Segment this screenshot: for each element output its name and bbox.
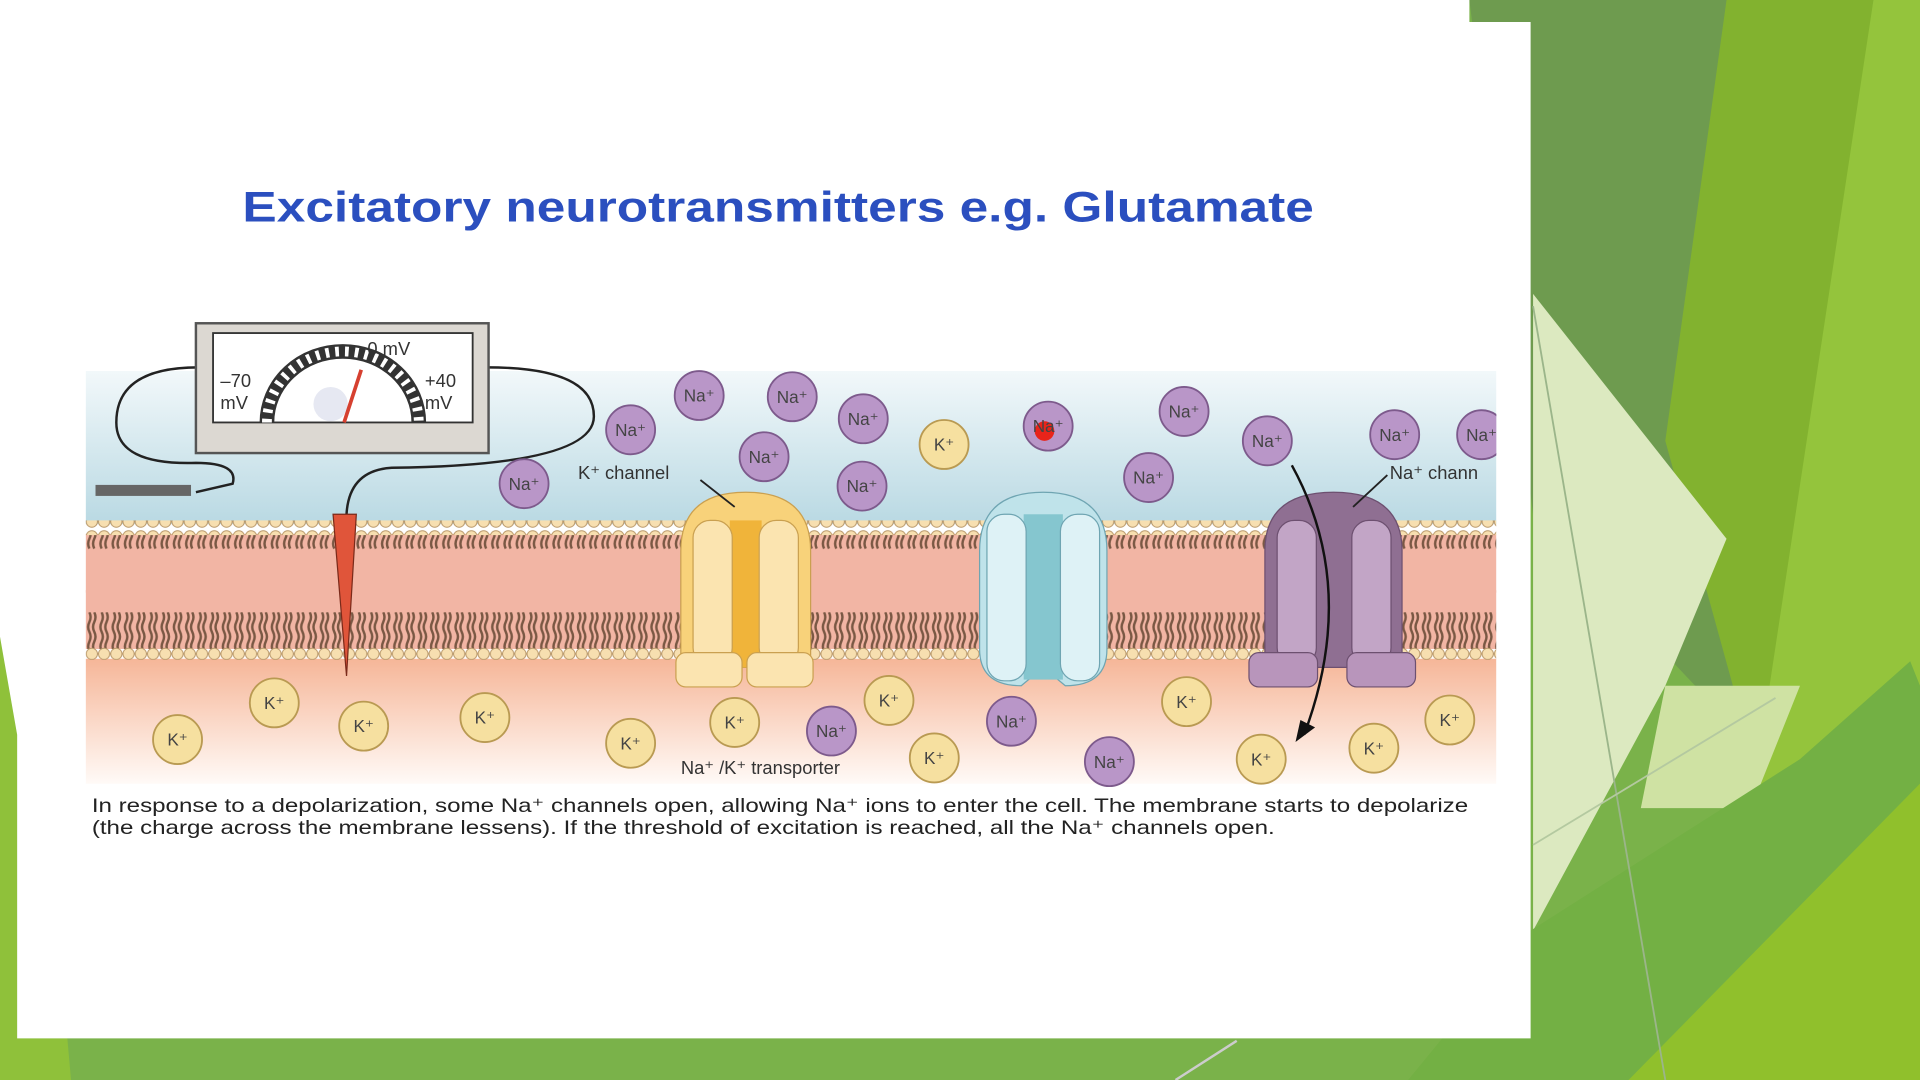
sodium-ion: Na⁺ [1241,415,1293,467]
sodium-ion: Na⁺ [1158,386,1210,437]
caption-line-2: (the charge across the membrane lessens)… [92,817,1275,839]
ion-label: Na⁺ [1252,431,1283,451]
sodium-ion: Na⁺ [806,705,857,757]
na-channel-pointer [1352,474,1388,508]
ion-label: K⁺ [879,691,899,711]
transporter-label: Na⁺ /K⁺ transporter [681,757,840,778]
potassium-ion: K⁺ [1424,694,1476,746]
ion-label: K⁺ [1176,692,1196,712]
ion-label: Na⁺ [749,447,780,467]
ion-label: K⁺ [264,693,284,713]
ion-label: K⁺ [620,733,640,753]
ion-label: K⁺ [934,435,954,455]
ion-label: Na⁺ [1466,425,1497,445]
sodium-ion: Na⁺ [673,370,725,421]
ion-label: K⁺ [1440,710,1460,730]
na-influx-arrow [1290,464,1331,736]
potassium-ion: K⁺ [1161,676,1212,728]
sodium-ion: Na⁺ [837,393,889,445]
ion-label: Na⁺ [777,387,808,407]
sodium-ion: Na⁺ [1369,409,1421,461]
meter-zero-label: 0 mV [367,338,411,359]
sodium-ion: Na⁺ [605,404,657,456]
sodium-ion: Na⁺ [1123,452,1174,503]
potassium-ion: K⁺ [338,700,390,752]
ion-label: Na⁺ [1094,752,1125,772]
ground-electrode [95,484,192,496]
recording-electrode [332,513,357,676]
meter-max-unit: mV [425,392,453,413]
sodium-ion: Na⁺ [498,458,550,510]
sodium-ion: Na⁺ [836,460,888,512]
ion-label: K⁺ [475,708,495,728]
potassium-ion: K⁺ [863,675,915,726]
caption-line-1: In response to a depolarization, some Na… [92,795,1468,817]
ion-label: Na⁺ [1033,416,1064,436]
meter-needle [342,369,363,424]
na-k-transporter [978,491,1108,687]
ion-label: K⁺ [353,716,373,736]
potassium-ion: K⁺ [709,697,761,748]
meter-min-value: –70 [220,370,251,391]
ion-label: Na⁺ [816,721,847,741]
slide-title: Excitatory neurotransmitters e.g. Glutam… [242,184,1313,232]
potassium-ion: K⁺ [918,419,970,470]
potassium-ion: K⁺ [908,732,960,784]
ion-label: Na⁺ [996,711,1027,731]
ion-label: K⁺ [724,713,744,733]
potassium-ion: K⁺ [152,714,203,765]
sodium-ion: Na⁺ [1022,400,1074,452]
ion-label: K⁺ [167,730,187,750]
potassium-ion: K⁺ [1348,722,1400,774]
ion-label: Na⁺ [1379,425,1410,445]
sodium-ion: Na⁺ [766,371,818,423]
ion-label: Na⁺ [684,386,715,406]
ion-label: Na⁺ [615,420,646,440]
ion-label: K⁺ [1251,749,1271,769]
meter-max-value: +40 [425,370,456,391]
potassium-ion: K⁺ [459,692,511,743]
voltmeter: 0 mV –70 mV +40 mV [194,322,490,455]
k-channel-pointer [699,479,736,508]
ion-label: K⁺ [924,748,944,768]
potassium-ion: K⁺ [248,677,300,729]
red-dot-marker [1034,421,1055,441]
sodium-ion: Na⁺ [986,695,1037,747]
sodium-ion: Na⁺ [738,431,790,483]
potassium-ion: K⁺ [1235,733,1287,785]
k-channel [675,491,814,688]
ion-label: Na⁺ [847,476,878,496]
na-channel [1248,491,1417,688]
na-channel-label: Na⁺ chann [1390,462,1478,483]
ion-label: Na⁺ [1169,402,1200,422]
ion-label: Na⁺ [1133,468,1164,488]
ions: Na⁺ Na⁺ Na⁺ Na⁺ Na⁺ Na⁺ Na⁺ Na⁺ Na⁺ Na⁺ Na⁺ Na⁺ Na⁺ N… [152,370,1497,788]
ion-label: K⁺ [1364,738,1384,758]
voltmeter-wires [115,366,596,515]
k-channel-label: K⁺ channel [578,462,669,483]
ion-label: Na⁺ [848,409,879,429]
arrow-head-icon [1295,720,1316,743]
meter-min-unit: mV [220,392,248,413]
sodium-ion: Na⁺ [1456,409,1497,461]
decorative-line [1174,1039,1238,1080]
potassium-ion: K⁺ [605,717,657,769]
sodium-ion: Na⁺ [1083,736,1135,788]
ion-label: Na⁺ [509,474,540,494]
membrane-diagram: 0 mV –70 mV +40 mV Na⁺Na⁺Na⁺Na⁺Na⁺Na⁺Na⁺… [85,322,1497,788]
